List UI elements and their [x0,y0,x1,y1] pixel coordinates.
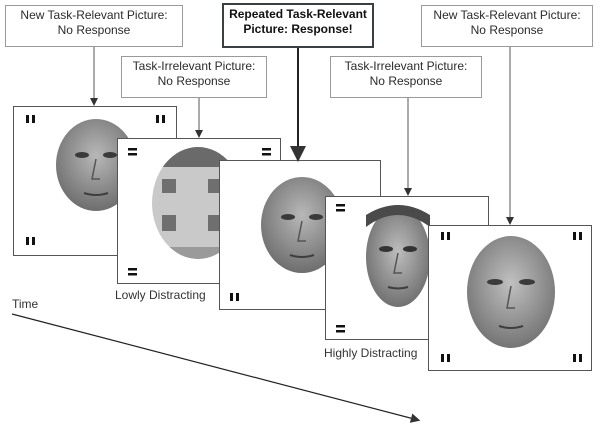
label-line-2: Picture: Response! [243,22,353,36]
label-irrelevant-1: Task-Irrelevant Picture: No Response [121,56,267,98]
label-new-relevant-1: New Task-Relevant Picture: No Response [5,5,183,47]
caption-lowly-distracting: Lowly Distracting [115,288,206,302]
stimulus-frame-5 [428,225,592,371]
label-line-2: No Response [369,74,443,88]
label-line-2: No Response [470,23,544,37]
label-line-1: Repeated Task-Relevant [229,7,367,21]
label-repeated: Repeated Task-Relevant Picture: Response… [222,3,374,48]
label-line-1: Task-Irrelevant Picture: [344,59,468,73]
label-line-2: No Response [157,74,231,88]
time-axis-label: Time [12,297,39,311]
time-arrow [11,313,421,423]
caption-highly-distracting: Highly Distracting [324,346,418,360]
face-picture [441,232,582,362]
label-line-1: New Task-Relevant Picture: [20,8,168,22]
label-irrelevant-2: Task-Irrelevant Picture: No Response [330,56,482,98]
label-line-1: New Task-Relevant Picture: [433,8,581,22]
face-picture [336,204,430,333]
label-line-1: Task-Irrelevant Picture: [132,59,256,73]
face-picture [26,115,165,245]
face-picture [230,177,343,301]
label-line-2: No Response [57,23,131,37]
label-new-relevant-2: New Task-Relevant Picture: No Response [421,5,593,47]
